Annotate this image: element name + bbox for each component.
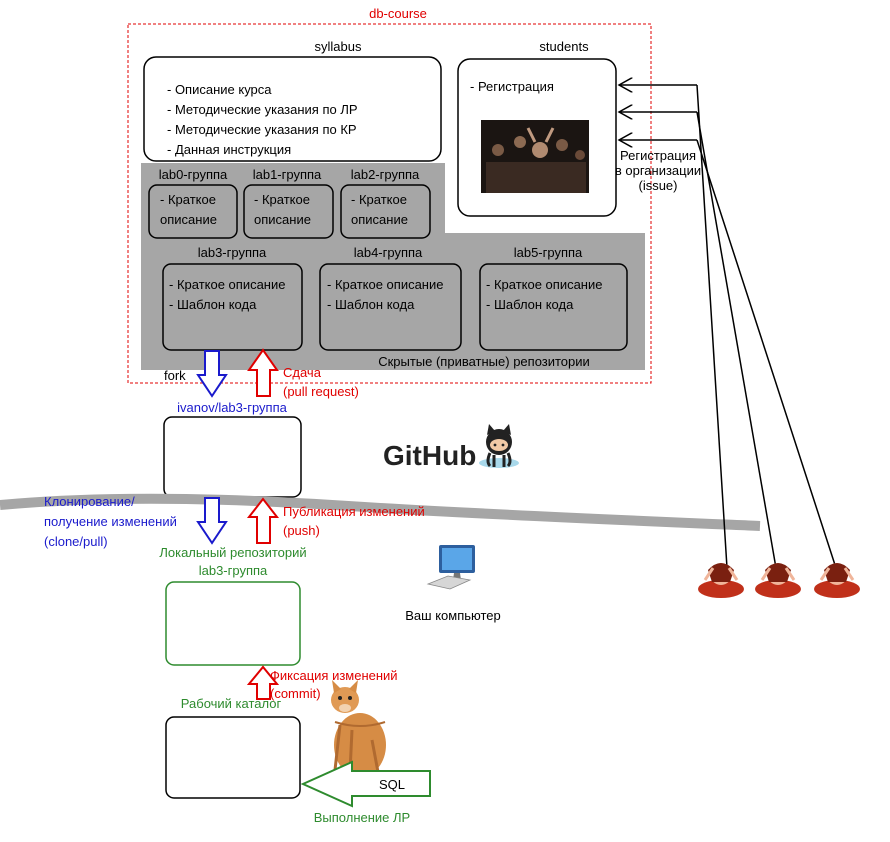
- student-icon: [814, 563, 860, 598]
- students-registration: - Регистрация: [470, 79, 554, 94]
- lab-box[interactable]: [243, 184, 334, 239]
- clone-label: получение изменений: [44, 514, 177, 529]
- local-repo-label: Локальный репозиторий: [159, 545, 306, 560]
- crowd-photo: [481, 120, 589, 193]
- lab-title: lab5-группа: [514, 245, 583, 260]
- students-note: в организации: [615, 163, 701, 178]
- commit-label: (commit): [270, 686, 321, 701]
- lab-box[interactable]: [319, 263, 462, 351]
- fork-repo-label: ivanov/lab3-группа: [177, 400, 288, 415]
- syllabus-item: - Данная инструкция: [167, 142, 291, 157]
- lab-box[interactable]: [340, 184, 431, 239]
- fork-label: fork: [164, 368, 186, 383]
- execute-label: Выполнение ЛР: [314, 810, 410, 825]
- lab-title: lab3-группа: [198, 245, 267, 260]
- clone-label: Клонирование/: [44, 494, 135, 509]
- clone-label: (clone/pull): [44, 534, 108, 549]
- internet-boundary: [0, 493, 761, 531]
- private-repos-label: Скрытые (приватные) репозитории: [378, 354, 590, 369]
- sql-label: SQL: [379, 777, 405, 792]
- computer-icon: [426, 545, 475, 590]
- lab-desc: описание: [254, 212, 311, 227]
- commit-arrow: [246, 665, 280, 700]
- lab-title: lab2-группа: [351, 167, 420, 182]
- lab-desc: - Краткое описание: [327, 277, 443, 292]
- org-border: [127, 23, 652, 384]
- push-arrow: [246, 497, 280, 544]
- push-label: (push): [283, 523, 320, 538]
- computer-label: Ваш компьютер: [405, 608, 501, 623]
- sql-arrow: [300, 760, 431, 808]
- lab-desc: - Краткое: [351, 192, 407, 207]
- github-logo-text: GitHub: [383, 440, 476, 471]
- org-label: db-course: [369, 6, 427, 21]
- syllabus-title: syllabus: [315, 39, 362, 54]
- submit-label: (pull request): [283, 384, 359, 399]
- lab-desc: - Шаблон кода: [327, 297, 415, 312]
- clone-arrow: [196, 497, 228, 545]
- lab-desc: - Краткое описание: [169, 277, 285, 292]
- local-repo-box[interactable]: [165, 581, 301, 666]
- lab-title: lab4-группа: [354, 245, 423, 260]
- syllabus-item: - Описание курса: [167, 82, 272, 97]
- pull-request-arrow: [247, 348, 279, 397]
- workdir-label: Рабочий каталог: [181, 696, 282, 711]
- lab-desc: - Шаблон кода: [486, 297, 574, 312]
- students-note: (issue): [638, 178, 677, 193]
- lab-desc: - Краткое: [254, 192, 310, 207]
- students-title: students: [539, 39, 589, 54]
- octocat-icon: [479, 424, 519, 468]
- lab-desc: - Краткое: [160, 192, 216, 207]
- lab-box[interactable]: [162, 263, 303, 351]
- lab-box[interactable]: [479, 263, 628, 351]
- lab-title: lab1-группа: [253, 167, 322, 182]
- students-note: Регистрация: [620, 148, 696, 163]
- commit-label: Фиксация изменений: [270, 668, 398, 683]
- lab-desc: - Краткое описание: [486, 277, 602, 292]
- syllabus-item: - Методические указания по КР: [167, 122, 357, 137]
- student-icon: [698, 563, 744, 598]
- fork-repo-box[interactable]: [163, 416, 302, 498]
- fork-arrow: [196, 350, 228, 398]
- submit-label: Сдача: [283, 365, 322, 380]
- lab-desc: описание: [160, 212, 217, 227]
- workdir-box[interactable]: [165, 716, 301, 799]
- lab-desc: - Шаблон кода: [169, 297, 257, 312]
- push-label: Публикация изменений: [283, 504, 425, 519]
- lab-desc: описание: [351, 212, 408, 227]
- student-icon: [755, 563, 801, 598]
- syllabus-item: - Методические указания по ЛР: [167, 102, 358, 117]
- local-repo-label: lab3-группа: [199, 563, 268, 578]
- syllabus-box[interactable]: [143, 56, 442, 162]
- lab-title: lab0-группа: [159, 167, 228, 182]
- lab-box[interactable]: [148, 184, 238, 239]
- cat-image: [331, 680, 386, 777]
- registration-arrows: [619, 85, 837, 569]
